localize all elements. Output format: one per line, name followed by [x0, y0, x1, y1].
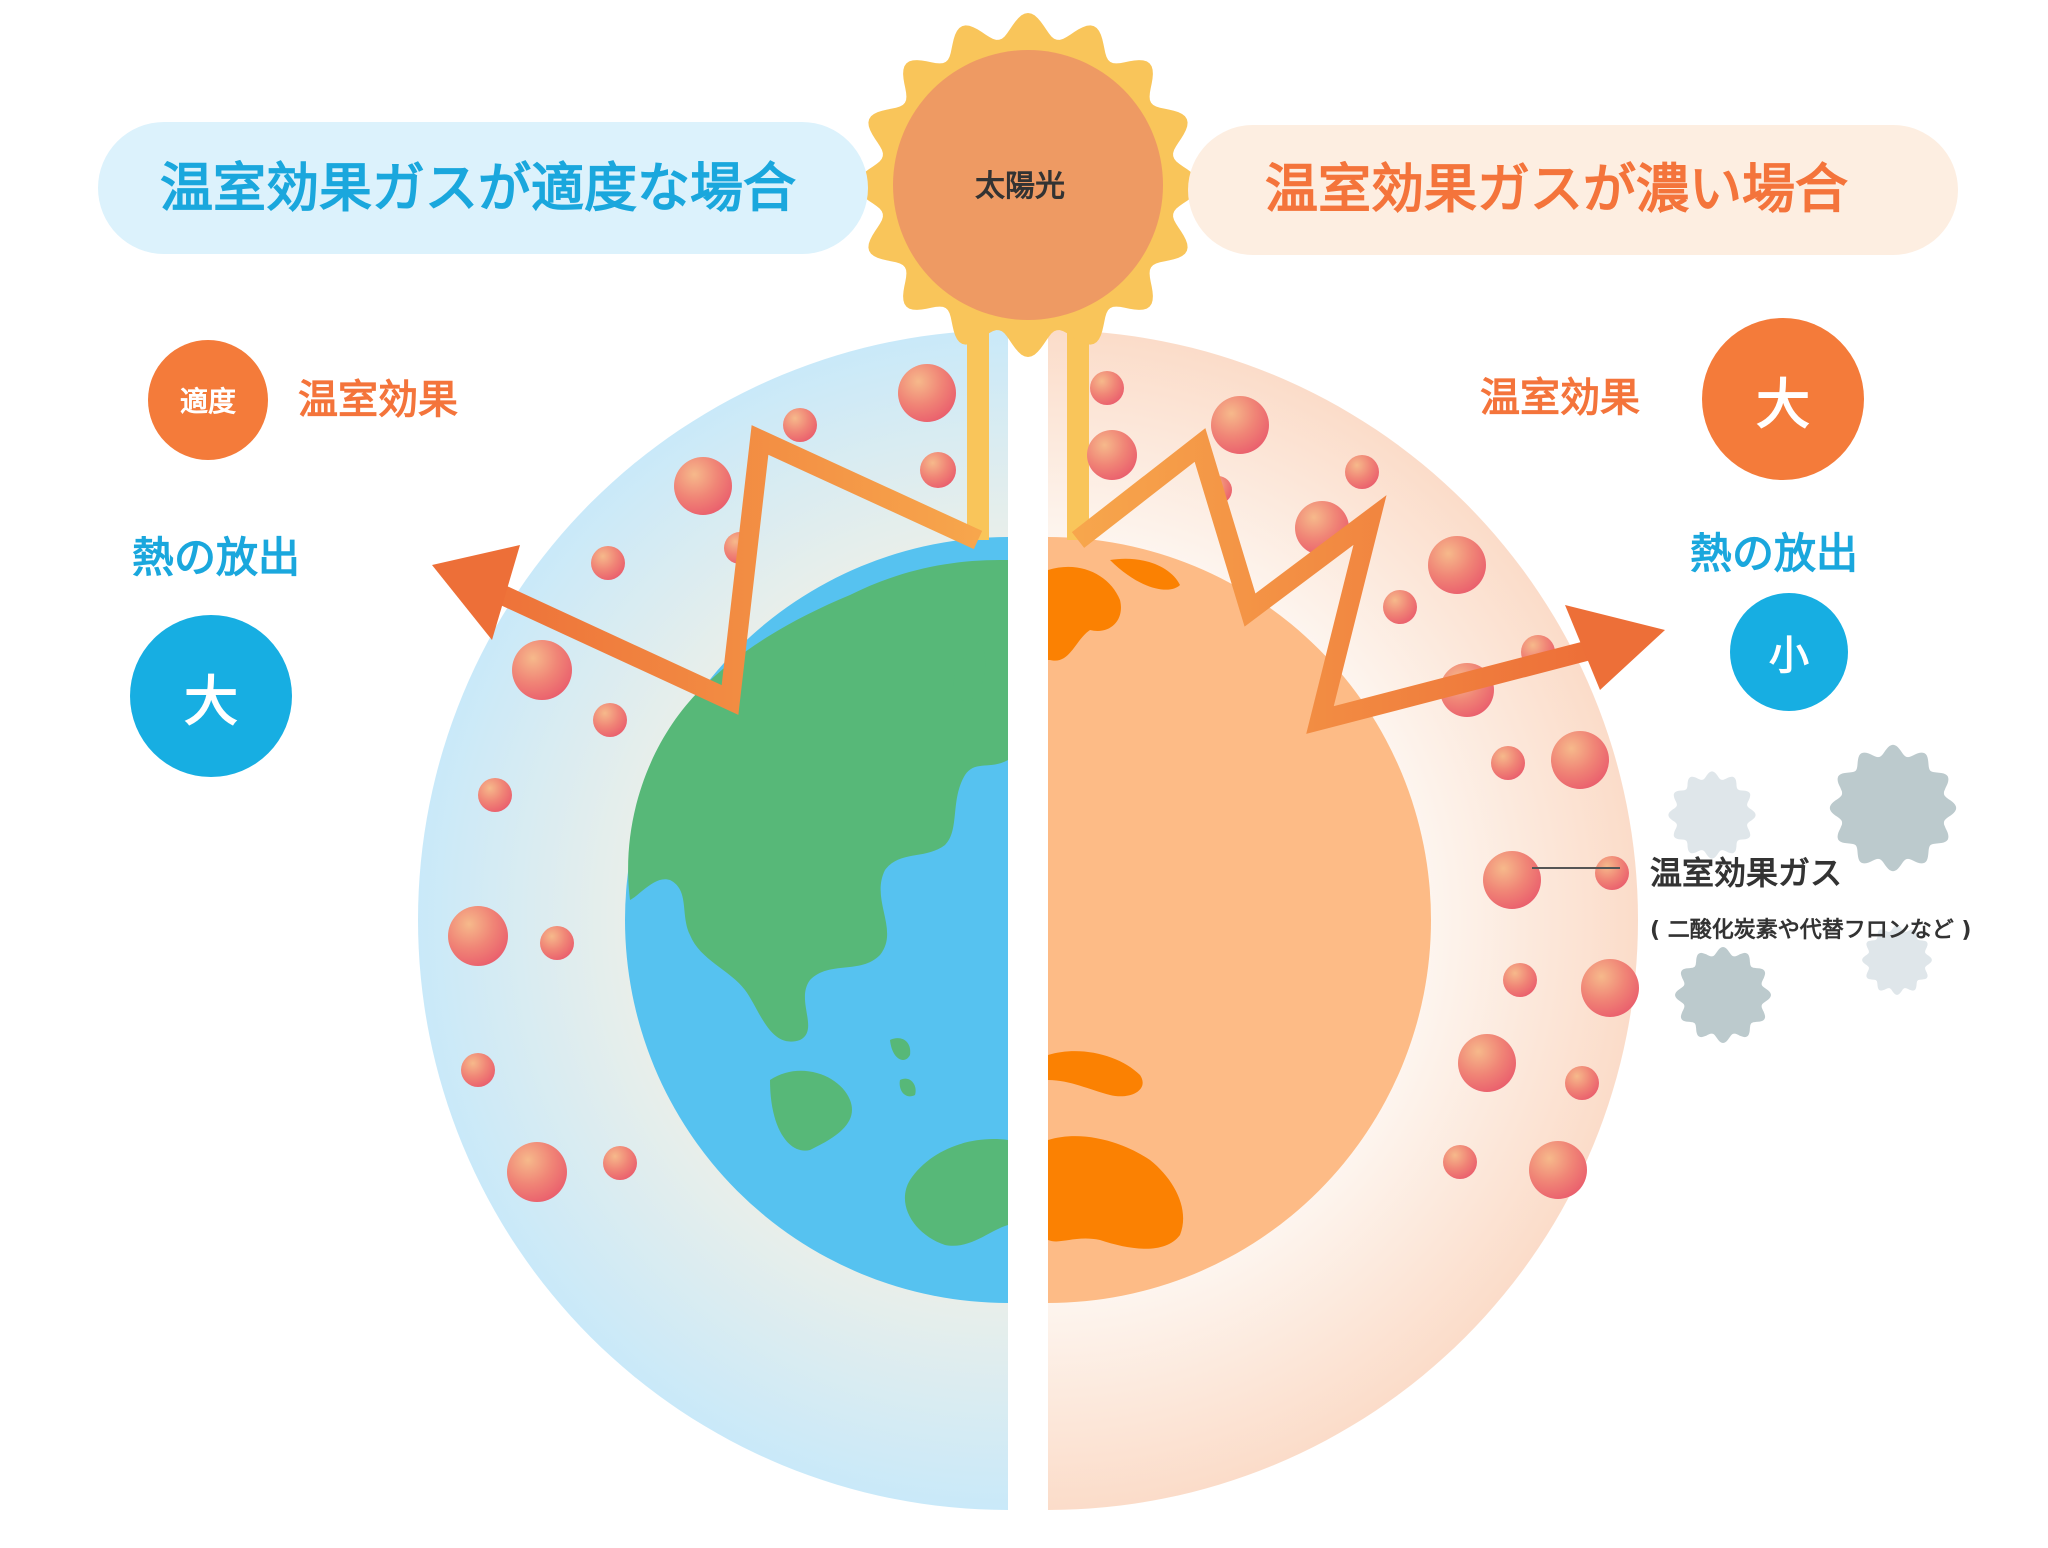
- gas-particle: [1211, 396, 1269, 454]
- legend-gas-cloud: [1675, 947, 1771, 1043]
- gas-particle: [1443, 1145, 1477, 1179]
- gas-particle: [591, 546, 625, 580]
- gas-particle: [461, 1053, 495, 1087]
- legend-gas-cloud: [1829, 744, 1957, 872]
- legend-gas-clouds: [1668, 744, 1957, 1043]
- right-greenhouse-label: 温室効果: [1480, 375, 1640, 421]
- legend-gas-cloud: [1668, 771, 1756, 859]
- legend-gas-examples: ( 二酸化炭素や代替フロンなど ): [1650, 918, 1972, 943]
- right-greenhouse-value-badge: 大: [1702, 318, 1864, 480]
- gas-particle: [1090, 371, 1124, 405]
- moderate-badge: 適度: [148, 340, 268, 460]
- left-heat-value: 大: [184, 669, 238, 733]
- right-heat-label: 熱の放出: [1690, 529, 1859, 578]
- gas-particle: [1458, 1034, 1516, 1092]
- right-greenhouse-value: 大: [1756, 372, 1810, 436]
- gas-particle: [1428, 536, 1486, 594]
- earth-right: [1048, 537, 1431, 1303]
- sun-label: 太陽光: [975, 169, 1065, 204]
- gas-particle: [1491, 746, 1525, 780]
- gas-particle: [448, 906, 508, 966]
- gas-particle: [540, 926, 574, 960]
- heat-arrow-left: [432, 425, 983, 715]
- right-heat-value-badge: 小: [1730, 593, 1848, 711]
- legend-gas-cloud: [1862, 925, 1932, 995]
- gas-particle: [1503, 963, 1537, 997]
- moderate-badge-text: 適度: [179, 385, 236, 418]
- gas-particle: [1483, 851, 1541, 909]
- left-title-pill: [98, 122, 868, 254]
- gas-particle: [593, 703, 627, 737]
- gas-particle: [1565, 1066, 1599, 1100]
- gas-particle: [1087, 430, 1137, 480]
- gas-particle: [920, 452, 956, 488]
- gas-particle: [1345, 455, 1379, 489]
- gas-particle: [898, 364, 956, 422]
- gas-particle: [507, 1142, 567, 1202]
- legend-gas-label: 温室効果ガス: [1650, 854, 1843, 892]
- gas-particle: [1595, 856, 1629, 890]
- gas-particle: [512, 640, 572, 700]
- left-heat-label: 熱の放出: [132, 533, 301, 582]
- heat-arrow-right: [1071, 428, 1665, 734]
- gas-particle: [674, 457, 732, 515]
- gas-particle: [1383, 590, 1417, 624]
- right-title: 温室効果ガスが濃い場合: [1265, 159, 1848, 220]
- left-greenhouse-label: 温室効果: [298, 377, 458, 423]
- gas-particle: [1551, 731, 1609, 789]
- left-heat-value-badge: 大: [130, 615, 292, 777]
- gas-particle: [1581, 959, 1639, 1017]
- left-title: 温室効果ガスが適度な場合: [160, 158, 796, 219]
- gas-particle: [478, 778, 512, 812]
- gas-particle: [603, 1146, 637, 1180]
- gas-particle: [1529, 1141, 1587, 1199]
- gas-particle: [783, 408, 817, 442]
- right-heat-value: 小: [1769, 633, 1809, 679]
- sun: [856, 13, 1200, 357]
- right-title-pill: [1188, 125, 1958, 255]
- center-divider: [1008, 330, 1048, 1548]
